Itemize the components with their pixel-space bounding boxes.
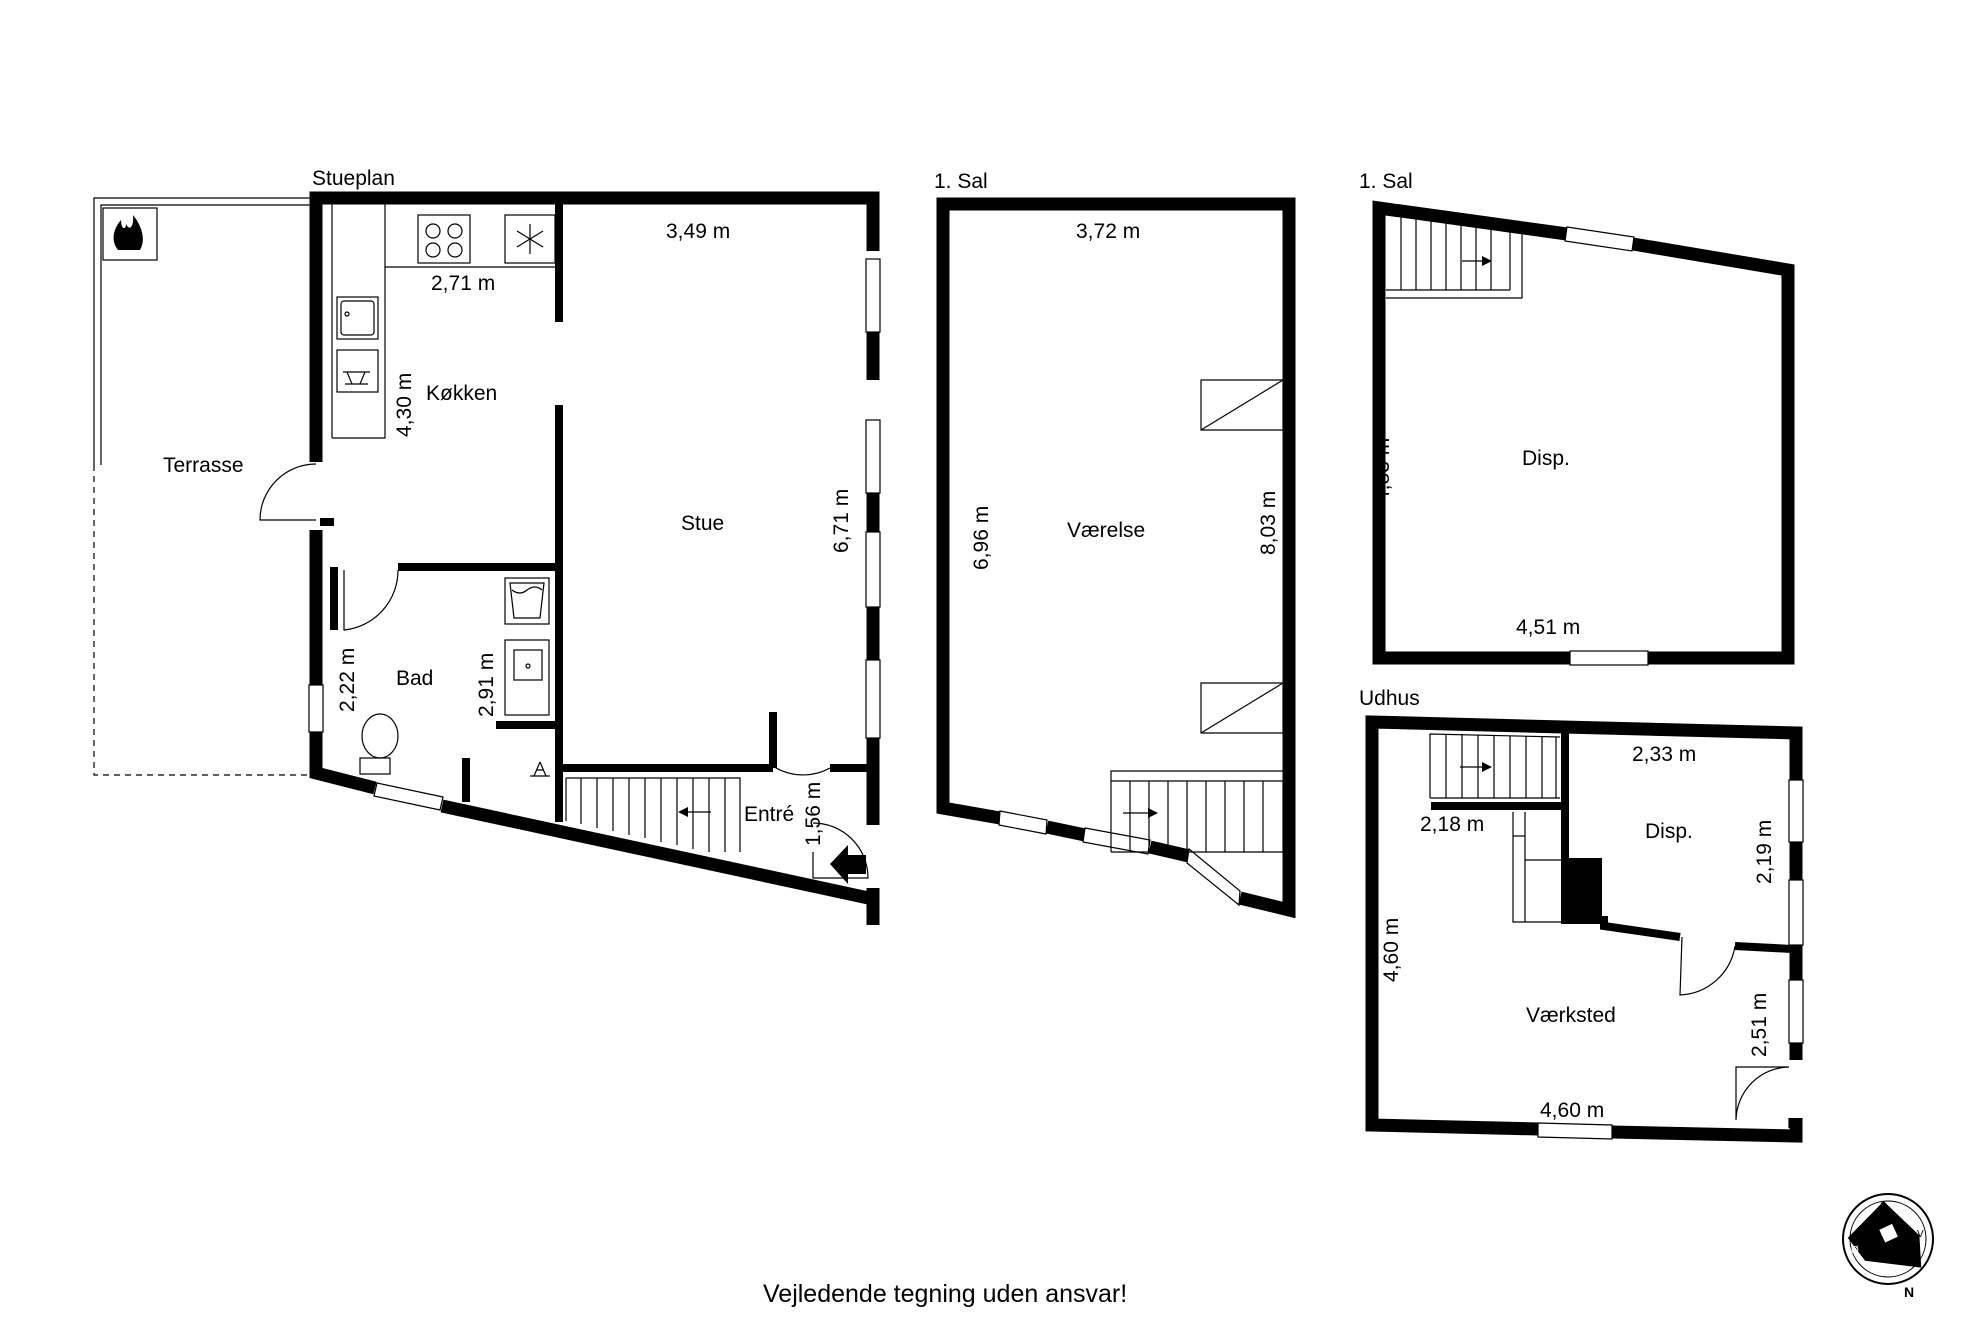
compass-n: N bbox=[1904, 1284, 1914, 1300]
dim-stue-depth: 6,71 m bbox=[830, 489, 853, 553]
kitchen-counter bbox=[331, 202, 555, 439]
dim-vaerelse-width: 3,72 m bbox=[1076, 220, 1140, 243]
dim-kitchen-depth: 4,30 m bbox=[393, 373, 416, 437]
dim-disp-upper-height: 4,83 m bbox=[1371, 438, 1394, 502]
outbuilding-exterior-walls bbox=[1365, 715, 1803, 1143]
dim-stue-width: 3,49 m bbox=[666, 220, 730, 243]
room-label-vaerksted: Værksted bbox=[1526, 1004, 1616, 1027]
first-floor-right-staircase bbox=[1386, 216, 1523, 299]
first-floor-left-title: 1. Sal bbox=[934, 170, 988, 193]
room-label-disp-upper: Disp. bbox=[1522, 447, 1570, 470]
outbuilding-doors bbox=[1679, 936, 1790, 1128]
outbuilding-interior-walls bbox=[1431, 728, 1793, 953]
room-label-disp-udhus: Disp. bbox=[1645, 820, 1693, 843]
compass-e: Ø bbox=[1851, 1245, 1859, 1256]
room-label-vaerelse: Værelse bbox=[1067, 519, 1145, 542]
workbench bbox=[1512, 812, 1563, 923]
room-label-entre: Entré bbox=[744, 803, 794, 826]
first-floor-left-staircase bbox=[1110, 770, 1284, 853]
compass-icon: S Ø V N bbox=[1842, 1193, 1934, 1300]
first-floor-left-plan: 1. Sal bbox=[934, 170, 1296, 919]
ground-floor-exterior-walls bbox=[309, 191, 880, 925]
terrace-outline bbox=[93, 197, 316, 776]
dim-bad-left: 2,22 m bbox=[336, 648, 359, 712]
dim-udhus-stair-width: 2,18 m bbox=[1420, 813, 1484, 836]
outbuilding-plan: Udhus bbox=[1359, 687, 1804, 1143]
dim-vaerksted-width: 4,60 m bbox=[1540, 1099, 1604, 1122]
first-floor-left-windows bbox=[998, 810, 1241, 907]
first-floor-left-skylights bbox=[1200, 379, 1284, 734]
dim-entre-depth: 1,56 m bbox=[802, 782, 825, 846]
first-floor-right-exterior-walls bbox=[1372, 200, 1795, 665]
dim-vaerksted-right: 2,51 m bbox=[1748, 993, 1771, 1057]
entry-arrow-icon bbox=[830, 845, 866, 884]
room-label-kokken: Køkken bbox=[426, 382, 497, 405]
outbuilding-staircase bbox=[1429, 733, 1561, 799]
dim-disp-udhus-width: 2,33 m bbox=[1632, 743, 1696, 766]
ground-floor-staircase bbox=[565, 777, 741, 852]
compass-w: V bbox=[1917, 1229, 1924, 1240]
dim-bad-right: 2,91 m bbox=[475, 653, 498, 717]
dishwasher-icon bbox=[336, 349, 379, 393]
snowflake-icon bbox=[504, 214, 556, 264]
room-label-stue: Stue bbox=[681, 512, 724, 535]
ground-floor-plan: Stueplan Terrasse bbox=[93, 167, 881, 925]
outbuilding-title: Udhus bbox=[1359, 687, 1420, 710]
ground-floor-doors bbox=[259, 463, 869, 879]
disclaimer-text: Vejledende tegning uden ansvar! bbox=[763, 1280, 1127, 1308]
dim-disp-udhus-depth: 2,19 m bbox=[1753, 820, 1776, 884]
washbasin-icon bbox=[504, 639, 550, 716]
compass-s: S bbox=[1880, 1201, 1887, 1212]
shower-icon bbox=[504, 577, 550, 625]
ground-floor-title: Stueplan bbox=[312, 167, 395, 190]
room-label-bad: Bad bbox=[396, 667, 433, 690]
fireplace-icon bbox=[102, 207, 158, 261]
room-label-terrasse: Terrasse bbox=[163, 454, 244, 477]
dim-vaerksted-depth: 4,60 m bbox=[1380, 918, 1403, 982]
toilet-icon bbox=[359, 713, 399, 775]
first-floor-left-exterior-walls bbox=[936, 197, 1296, 919]
ground-floor-windows bbox=[308, 258, 881, 811]
dim-vaerelse-left: 6,96 m bbox=[970, 506, 993, 570]
first-floor-right-plan: 1. Sal 4,83 m Disp. 4,51 m bbox=[1359, 170, 1795, 666]
first-floor-right-windows bbox=[1564, 226, 1649, 666]
stove-icon bbox=[417, 214, 471, 264]
first-floor-right-title: 1. Sal bbox=[1359, 170, 1413, 193]
dim-disp-upper-width: 4,51 m bbox=[1516, 616, 1580, 639]
dim-vaerelse-right: 8,03 m bbox=[1257, 491, 1280, 555]
dim-kitchen-width: 2,71 m bbox=[431, 272, 495, 295]
sink-icon bbox=[336, 296, 379, 340]
bathroom-mirror-icon bbox=[530, 761, 550, 777]
outbuilding-windows bbox=[1537, 779, 1804, 1140]
ground-floor-interior-walls bbox=[320, 202, 870, 822]
